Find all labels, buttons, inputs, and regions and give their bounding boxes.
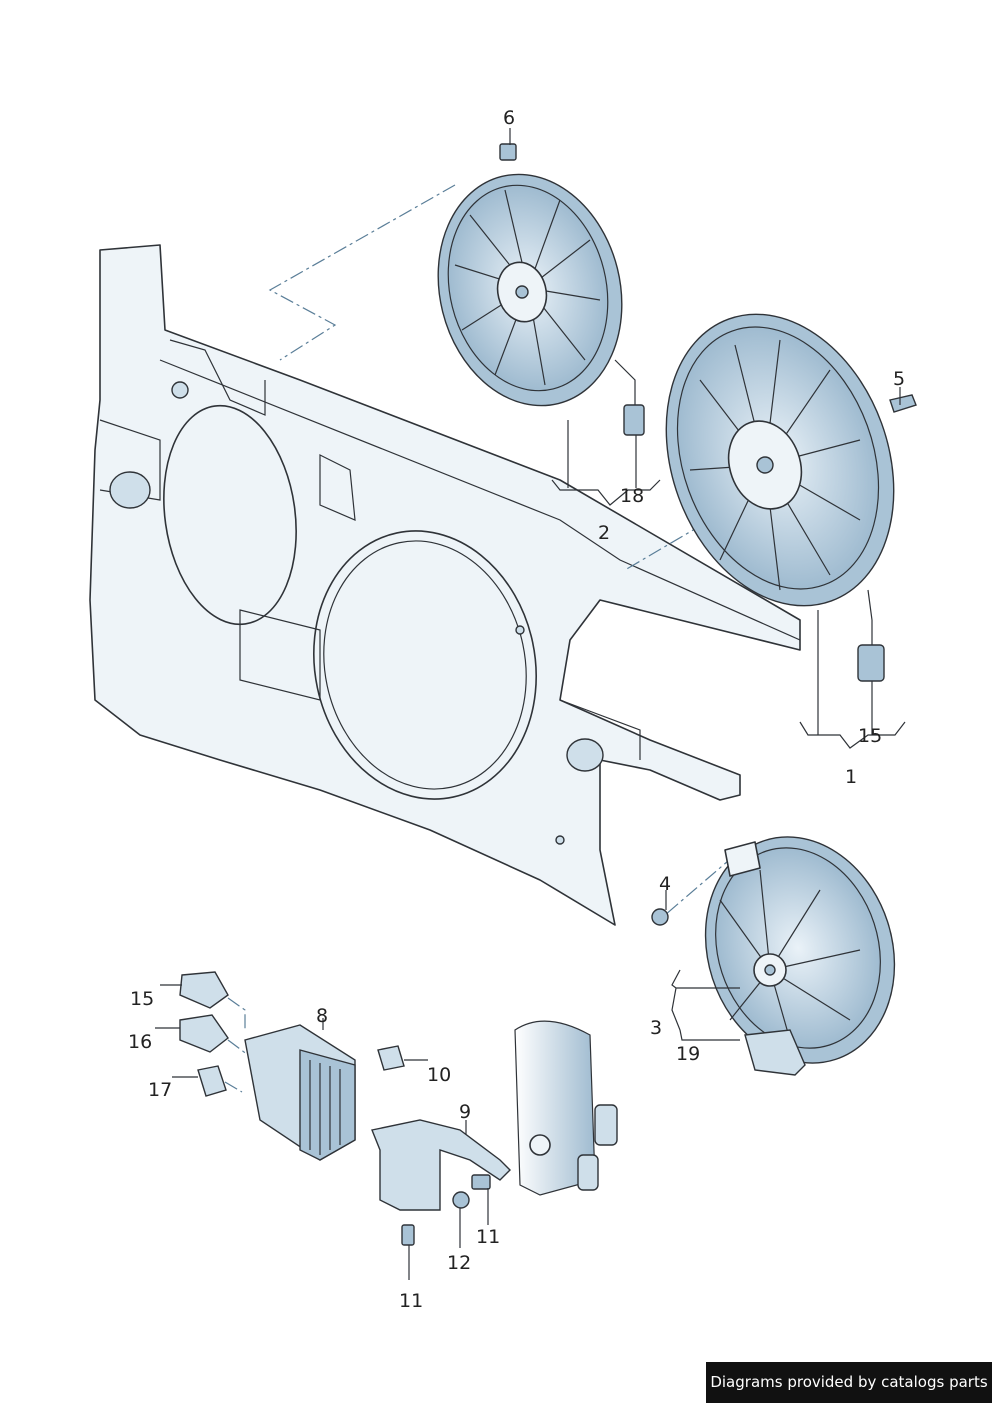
callout-4: 4 (659, 873, 671, 895)
callout-11-side: 11 (476, 1226, 500, 1248)
bracket (371, 1119, 511, 1211)
callout-labels: 6 5 18 2 15 1 4 3 19 15 16 17 8 10 9 11 … (128, 107, 905, 1312)
bolt-side (471, 1174, 491, 1190)
connector-17 (197, 1065, 227, 1097)
callout-3: 3 (650, 1017, 662, 1039)
nut (452, 1191, 470, 1209)
callout-17: 17 (148, 1079, 172, 1101)
credit-banner: Diagrams provided by catalogs parts (706, 1362, 992, 1403)
alignment-line-fan-2 (268, 184, 456, 361)
alignment-line-fan-3 (664, 854, 736, 916)
bolt-top (499, 143, 517, 161)
callout-15-fan: 15 (858, 725, 882, 747)
callout-5: 5 (893, 368, 905, 390)
callout-1: 1 (845, 766, 857, 788)
callout-12: 12 (447, 1252, 471, 1274)
callout-6: 6 (503, 107, 515, 129)
fan-assembly-2 (437, 173, 645, 436)
connector-16 (179, 1014, 229, 1053)
fan-assembly-1 (665, 313, 917, 682)
alignment-line-control-unit (224, 997, 249, 1093)
bolt-lower (401, 1224, 415, 1246)
fan-assembly-3 (651, 836, 896, 1076)
callout-11-lower: 11 (399, 1290, 423, 1312)
leader-lines (155, 128, 906, 1280)
front-carrier (89, 244, 801, 926)
callout-16: 16 (128, 1031, 152, 1053)
control-unit (244, 1024, 356, 1161)
callout-15-connector: 15 (130, 988, 154, 1010)
callout-19: 19 (676, 1043, 700, 1065)
expansion-tank (514, 1020, 618, 1196)
callout-10: 10 (427, 1064, 451, 1086)
callout-8: 8 (316, 1005, 328, 1027)
callout-9: 9 (459, 1101, 471, 1123)
clip-nut (377, 1045, 405, 1071)
connector-15 (179, 971, 229, 1009)
callout-18: 18 (620, 485, 644, 507)
callout-2: 2 (598, 522, 610, 544)
